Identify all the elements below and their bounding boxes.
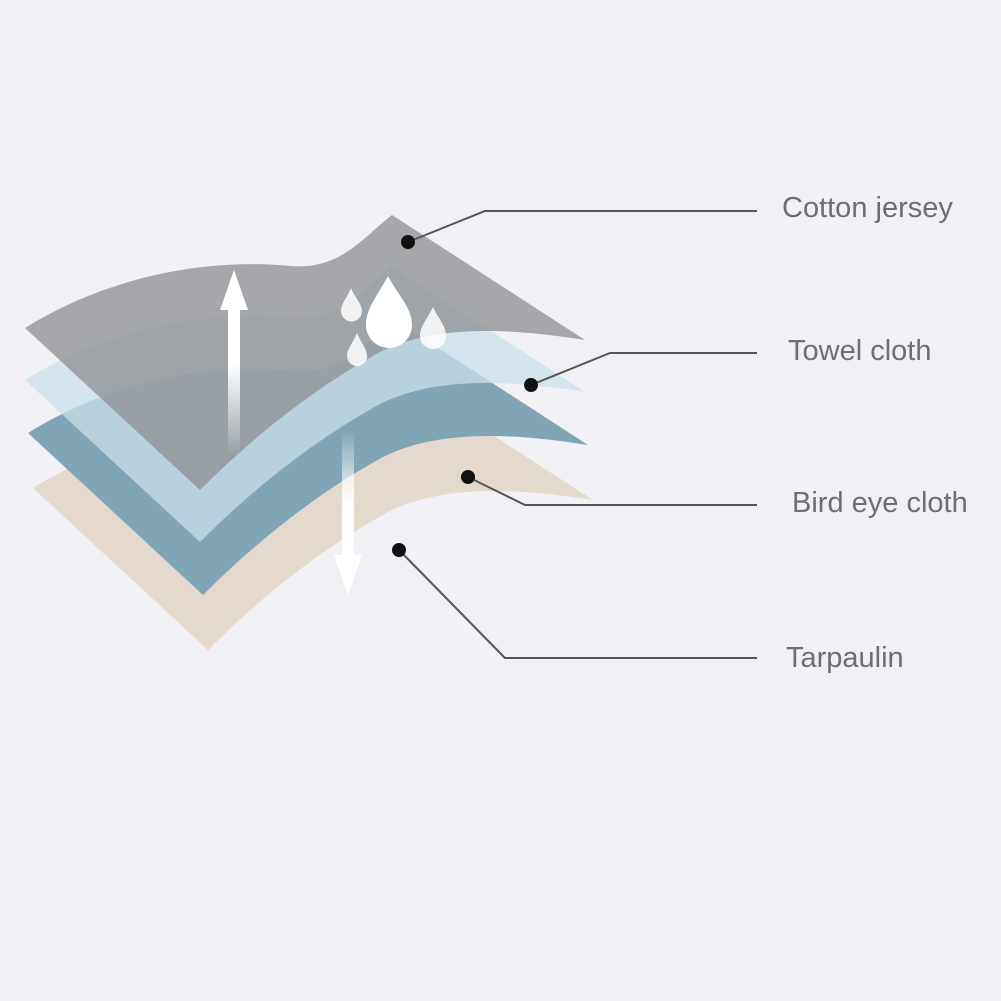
leader-line-cotton-jersey (407, 210, 757, 243)
label-towel-cloth: Towel cloth (788, 335, 932, 367)
water-drops-icon (341, 276, 446, 366)
marker-dot-tarpaulin (392, 543, 406, 557)
label-bird-eye-cloth: Bird eye cloth (792, 487, 968, 519)
leader-line-towel-cloth (530, 352, 757, 386)
marker-dot-towel-cloth (524, 378, 538, 392)
label-tarpaulin: Tarpaulin (786, 642, 904, 674)
marker-dot-cotton-jersey (401, 235, 415, 249)
down-arrow-icon (334, 430, 362, 595)
leader-line-bird-eye-cloth (467, 476, 757, 506)
marker-dot-bird-eye-cloth (461, 470, 475, 484)
leader-lines (398, 210, 757, 659)
marker-dots (392, 235, 538, 557)
up-arrow-icon (220, 270, 248, 455)
label-cotton-jersey: Cotton jersey (782, 192, 953, 224)
leader-line-tarpaulin (398, 549, 757, 659)
